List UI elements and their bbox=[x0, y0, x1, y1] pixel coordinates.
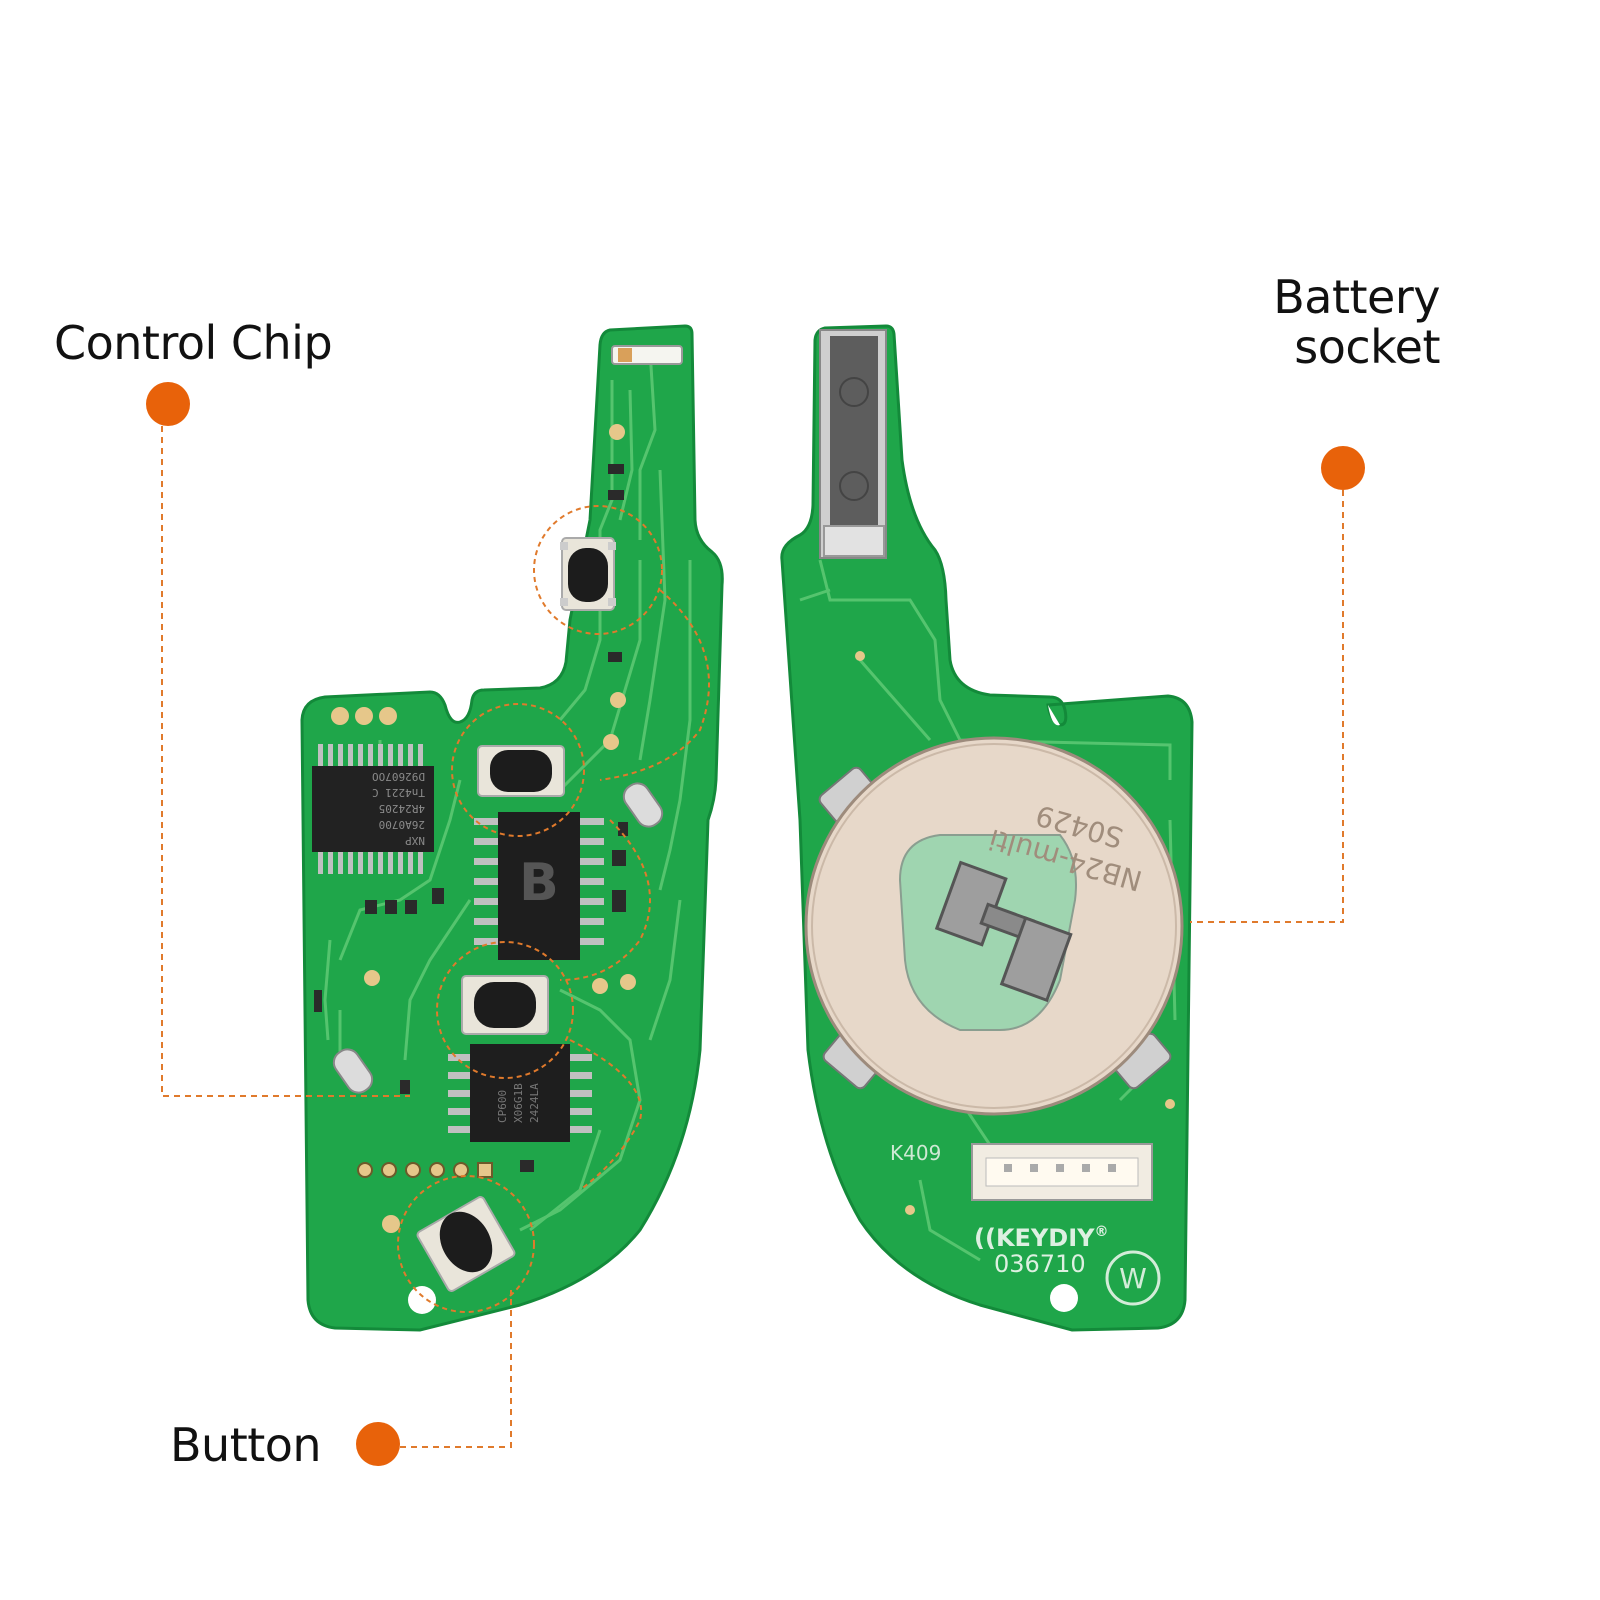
button-label: Button bbox=[170, 1418, 322, 1472]
battery-socket-leader bbox=[1190, 490, 1344, 923]
nxp-chip: NXP 26A0700 4R24205 Tn4221 C D92607OO bbox=[312, 744, 434, 874]
battery-contact-top bbox=[819, 329, 887, 559]
coin-cell-holder: NB24-multi S0429 bbox=[804, 736, 1184, 1116]
callouts bbox=[146, 382, 1365, 1466]
chip-marking-4: D92607OO bbox=[372, 770, 425, 783]
control-chip-dot bbox=[146, 382, 190, 426]
tactile-button-2 bbox=[477, 745, 565, 797]
w-mark: W bbox=[1119, 1262, 1147, 1295]
left-pcb: NXP 26A0700 4R24205 Tn4221 C D92607OO bbox=[300, 324, 724, 1332]
battery-socket-label: Battery socket bbox=[1268, 272, 1440, 372]
chip-marking-2: 4R24205 bbox=[379, 802, 425, 815]
battery-label-line1: Battery bbox=[1273, 270, 1440, 324]
button-leader bbox=[400, 1290, 512, 1448]
tactile-button-3 bbox=[461, 975, 549, 1035]
cp600-marking-3: 2424LA bbox=[528, 1083, 541, 1123]
chip-marking-1: 26A0700 bbox=[379, 818, 425, 831]
control-chip-leader bbox=[161, 426, 410, 1097]
chip-marking-3: Tn4221 C bbox=[372, 786, 425, 799]
board-code: K409 bbox=[890, 1141, 941, 1165]
battery-socket-dot bbox=[1321, 446, 1365, 490]
battery-label-line2: socket bbox=[1294, 320, 1440, 374]
brand-keydiy: ((KEYDIY® bbox=[974, 1224, 1109, 1252]
control-chip-label: Control Chip bbox=[54, 316, 333, 370]
b-chip-marking: B bbox=[519, 853, 559, 913]
nxp-marking: NXP bbox=[405, 834, 425, 847]
right-pcb: NB24-multi S0429 K409 ((KEYDIY® 036710 W bbox=[780, 324, 1194, 1332]
tactile-button-1 bbox=[560, 537, 616, 611]
cp600-marking-1: CP600 bbox=[496, 1090, 509, 1123]
connector bbox=[971, 1143, 1153, 1201]
cp600-chip: CP600 X06G1B 2424LA bbox=[448, 1044, 592, 1142]
cp600-marking-2: X06G1B bbox=[512, 1083, 525, 1123]
tactile-button-4 bbox=[416, 1196, 516, 1292]
button-dot bbox=[356, 1422, 400, 1466]
serial-number: 036710 bbox=[994, 1250, 1086, 1278]
